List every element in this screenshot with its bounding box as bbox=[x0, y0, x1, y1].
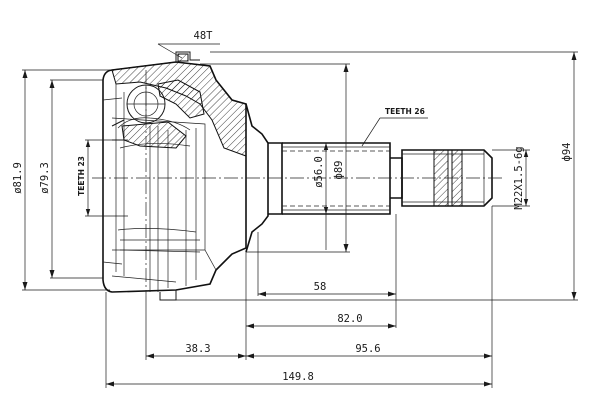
dim-len-38-3: 38.3 bbox=[146, 343, 246, 359]
ball-and-cage bbox=[111, 79, 205, 149]
dim-len-95-6: 95.6 bbox=[246, 343, 492, 359]
outer-bell-housing bbox=[102, 61, 247, 301]
top-spline-detail bbox=[175, 51, 200, 62]
len-38-3-label: 38.3 bbox=[185, 343, 210, 355]
dim-dia-56-0: ø56.0 bbox=[313, 143, 329, 250]
teeth-26-label: TEETH 26 bbox=[385, 107, 425, 116]
len-82-0-label: 82.0 bbox=[337, 313, 362, 325]
dim-dia-89: ф89 bbox=[200, 63, 350, 253]
dim-dia-56-0-label: ø56.0 bbox=[313, 156, 325, 188]
dim-dia-79-3-label: ø79.3 bbox=[39, 162, 51, 194]
dim-dia-81-9-label: ø81.9 bbox=[12, 162, 24, 194]
dim-dia-94: ф94 bbox=[176, 51, 578, 301]
bottom-extension-lines bbox=[105, 206, 493, 388]
len-58-label: 58 bbox=[314, 281, 327, 293]
dim-thread: M22X1.5-6g bbox=[492, 146, 530, 210]
dim-dia-81-9: ø81.9 bbox=[12, 70, 28, 290]
left-extension-lines bbox=[22, 69, 128, 291]
teeth-23-label: TEETH 23 bbox=[77, 156, 86, 196]
dim-teeth-23: TEETH 23 bbox=[77, 140, 91, 216]
thread-label: M22X1.5-6g bbox=[513, 146, 525, 209]
dim-len-58: 58 bbox=[258, 281, 396, 297]
dim-dia-94-label: ф94 bbox=[561, 143, 573, 162]
dim-len-149-8: 149.8 bbox=[106, 371, 492, 387]
callout-teeth-26: TEETH 26 bbox=[361, 107, 428, 147]
dim-len-82-0: 82.0 bbox=[246, 313, 396, 329]
len-149-8-label: 149.8 bbox=[282, 371, 314, 383]
teeth-48-label: 48T bbox=[194, 30, 214, 42]
dim-dia-79-3: ø79.3 bbox=[39, 80, 55, 278]
len-95-6-label: 95.6 bbox=[355, 343, 380, 355]
callout-48t: 48T bbox=[157, 30, 220, 59]
dim-dia-89-label: ф89 bbox=[333, 161, 345, 180]
